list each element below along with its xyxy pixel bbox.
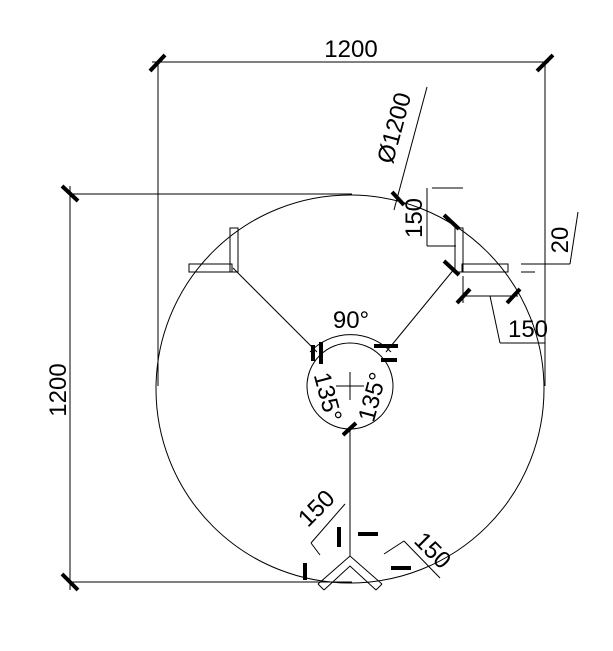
dim-150c-label: 150	[293, 485, 340, 532]
diameter-label: Ø1200	[372, 90, 417, 167]
dim-150b-leader	[489, 295, 501, 344]
bottom-plate-end-right	[375, 583, 383, 591]
arm-top-left	[232, 267, 318, 353]
dim-150a-tick-1	[442, 213, 461, 231]
outer-circle	[155, 194, 545, 584]
plate-top-left-h	[188, 263, 233, 273]
dim-150c-ext	[310, 542, 321, 556]
dim-150c-leader	[310, 503, 346, 544]
dim-150b-label: 150	[508, 316, 548, 343]
bottom-plate-outer	[317, 555, 383, 585]
dim-150a-label: 150	[401, 198, 428, 238]
dim-20-leader-up	[569, 211, 579, 265]
dim-150d-ext	[383, 540, 405, 555]
dim-left-tick-bottom	[60, 572, 80, 592]
bottom-plate-inner	[323, 565, 377, 591]
arm-top-right	[385, 267, 456, 353]
dim-top-tick-left	[148, 53, 167, 73]
bottom-plate-end-left	[317, 583, 325, 591]
angle-bottom-tick	[341, 421, 358, 437]
angle-right-label: 135°	[353, 370, 392, 425]
dim-left-tick-top	[60, 184, 80, 203]
angle-left-label: 135°	[308, 370, 347, 425]
dim-150b-tick-1	[455, 287, 472, 305]
angle-top-label: 90°	[333, 307, 369, 334]
dim-top-tick-right	[535, 53, 555, 73]
diameter-leader	[393, 86, 428, 211]
dim-150d-leader	[403, 540, 441, 579]
dim-150a-tick-2	[442, 259, 461, 277]
dim-150b-tick-2	[505, 287, 522, 305]
diameter-tick	[390, 190, 406, 207]
dim-top-label: 1200	[324, 36, 377, 63]
dim-150d-label: 150	[409, 527, 456, 574]
dim-20-label: 20	[547, 227, 574, 254]
plate-top-right-h	[461, 263, 509, 273]
plate-top-left-v	[229, 227, 239, 273]
dim-left-label: 1200	[45, 363, 72, 416]
